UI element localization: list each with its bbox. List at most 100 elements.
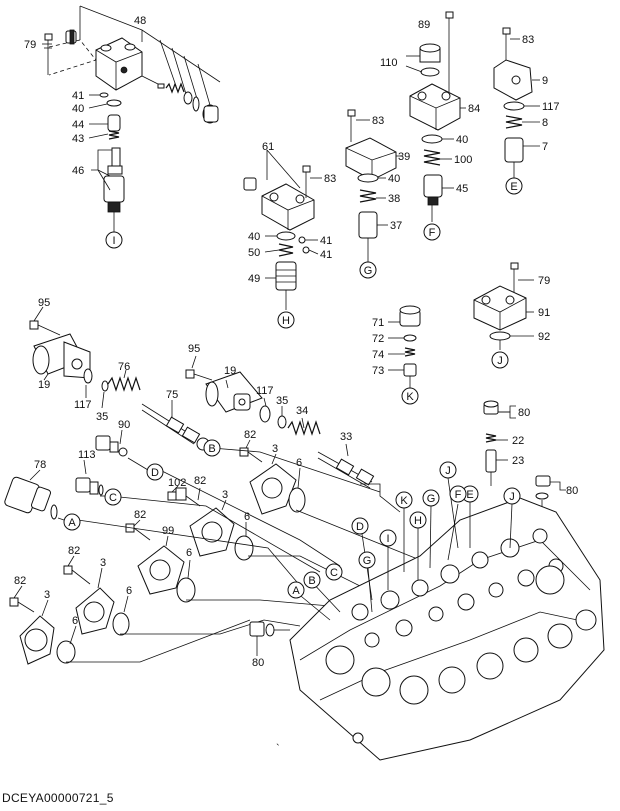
label-40d: 40 xyxy=(456,134,468,146)
label-3c: 3 xyxy=(100,557,106,569)
letter-D-1: D xyxy=(151,467,159,479)
letter-D-2: D xyxy=(356,521,364,533)
housing-leaders xyxy=(295,477,513,621)
letter-markers: I H G F E K J B D C A J E F G K H I D J … xyxy=(63,177,523,599)
letter-G-1: G xyxy=(364,265,373,277)
letter-B-1: B xyxy=(208,443,215,455)
assembly-71 xyxy=(388,305,421,388)
letter-G-3: G xyxy=(363,555,372,567)
assembly-48 xyxy=(42,5,221,232)
assembly-19-left xyxy=(29,306,109,409)
label-91: 91 xyxy=(538,307,550,319)
letter-A-1: A xyxy=(68,517,76,529)
label-95b: 95 xyxy=(188,343,200,355)
letter-H-1: H xyxy=(282,315,290,327)
letter-H-2: H xyxy=(414,515,422,527)
label-22: 22 xyxy=(512,435,524,447)
label-82a: 82 xyxy=(244,429,256,441)
label-3b: 3 xyxy=(222,489,228,501)
label-71: 71 xyxy=(372,317,384,329)
label-33: 33 xyxy=(340,431,352,443)
label-80b: 80 xyxy=(566,485,578,497)
label-40b: 40 xyxy=(248,231,260,243)
label-41b: 41 xyxy=(320,235,332,247)
letter-F-1: F xyxy=(429,227,436,239)
label-82b: 82 xyxy=(194,475,206,487)
spool-34-33 xyxy=(287,417,375,489)
label-79a: 79 xyxy=(24,39,36,51)
label-40a: 40 xyxy=(72,103,84,115)
label-3d: 3 xyxy=(44,589,50,601)
label-8: 8 xyxy=(542,117,548,129)
letter-J-3: J xyxy=(509,491,515,503)
letter-J-1: J xyxy=(497,355,503,367)
assembly-91 xyxy=(473,262,534,350)
label-6a: 6 xyxy=(296,457,302,469)
valve-housing xyxy=(249,497,605,761)
label-19a: 19 xyxy=(38,379,50,391)
label-37: 37 xyxy=(390,220,402,232)
letter-I-2: I xyxy=(386,533,389,545)
label-35a: 35 xyxy=(96,411,108,423)
label-83c: 83 xyxy=(522,34,534,46)
label-41a: 41 xyxy=(72,90,84,102)
assembly-84 xyxy=(405,11,466,222)
label-79b: 79 xyxy=(538,275,550,287)
label-100: 100 xyxy=(454,154,472,166)
drawing-id: DCEYA00000721_5 xyxy=(2,791,114,805)
label-45: 45 xyxy=(456,183,468,195)
flange-82d xyxy=(63,555,130,636)
label-41c: 41 xyxy=(320,249,332,261)
label-35b: 35 xyxy=(276,395,288,407)
label-72: 72 xyxy=(372,333,384,345)
label-76: 76 xyxy=(118,361,130,373)
label-78: 78 xyxy=(34,459,46,471)
label-80c: 80 xyxy=(252,657,264,669)
label-83b: 83 xyxy=(372,115,384,127)
label-6c: 6 xyxy=(186,547,192,559)
label-83a: 83 xyxy=(324,173,336,185)
letter-J-2: J xyxy=(445,465,451,477)
label-44: 44 xyxy=(72,119,84,131)
label-7: 7 xyxy=(542,141,548,153)
label-117b: 117 xyxy=(74,399,92,411)
letter-I-1: I xyxy=(112,235,115,247)
label-90: 90 xyxy=(118,419,130,431)
assembly-39 xyxy=(345,109,402,262)
assembly-9 xyxy=(493,27,540,178)
label-113: 113 xyxy=(78,449,96,461)
flange-82e xyxy=(9,585,77,665)
letter-K-2: K xyxy=(400,495,408,507)
part-number-labels: 48 79 41 40 44 43 46 61 83 40 41 41 50 4… xyxy=(14,15,578,669)
assembly-19-center xyxy=(185,355,287,429)
label-75: 75 xyxy=(166,389,178,401)
label-6e: 6 xyxy=(72,615,78,627)
label-43: 43 xyxy=(72,133,84,145)
label-95a: 95 xyxy=(38,297,50,309)
label-80a: 80 xyxy=(518,407,530,419)
label-110: 110 xyxy=(380,57,398,69)
label-99: 99 xyxy=(162,525,174,537)
letter-B-2: B xyxy=(308,575,315,587)
letter-E-2: E xyxy=(466,489,473,501)
flange-82a xyxy=(239,439,306,515)
letter-K-1: K xyxy=(406,391,414,403)
label-38: 38 xyxy=(388,193,400,205)
stray-mark: ` xyxy=(276,743,280,755)
label-23: 23 xyxy=(512,455,524,467)
label-73: 73 xyxy=(372,365,384,377)
label-46: 46 xyxy=(72,165,84,177)
label-102: 102 xyxy=(168,477,186,489)
label-84: 84 xyxy=(468,103,480,115)
label-19b: 19 xyxy=(224,365,236,377)
label-39: 39 xyxy=(398,151,410,163)
label-49: 49 xyxy=(248,273,260,285)
label-89: 89 xyxy=(418,19,430,31)
letter-A-2: A xyxy=(292,585,300,597)
spool-76-75 xyxy=(107,369,210,451)
label-9: 9 xyxy=(542,75,548,87)
parts-90-113-78 xyxy=(4,429,149,521)
label-48: 48 xyxy=(134,15,146,27)
assembly-80-22-23 xyxy=(483,400,566,530)
